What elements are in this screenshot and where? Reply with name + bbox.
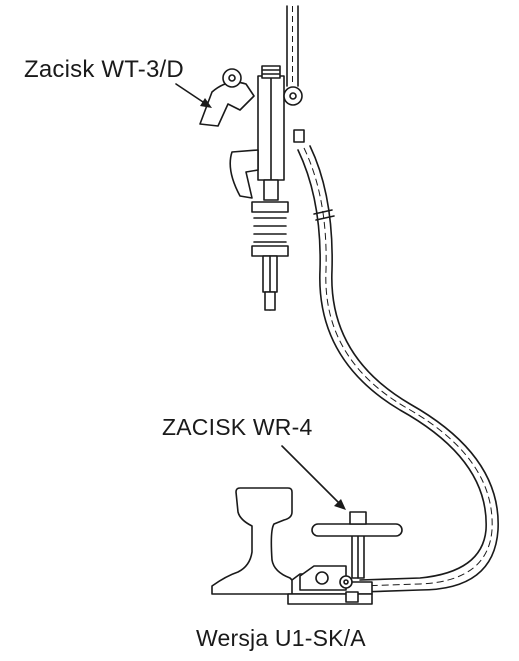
- contact-wire: [286, 5, 299, 87]
- label-version: Wersja U1-SK/A: [196, 625, 366, 651]
- label-clamp-wr-4: ZACISK WR-4: [162, 414, 313, 440]
- leader-arrow-wt: [175, 83, 212, 108]
- clamp-wt-3d: [199, 65, 305, 311]
- flexible-cable: [297, 145, 499, 593]
- leader-arrow-wr: [281, 445, 346, 510]
- label-clamp-wt-3d: Zacisk WT-3/D: [24, 56, 184, 83]
- clamp-wr-4: [287, 511, 403, 605]
- rail-profile: [211, 487, 297, 595]
